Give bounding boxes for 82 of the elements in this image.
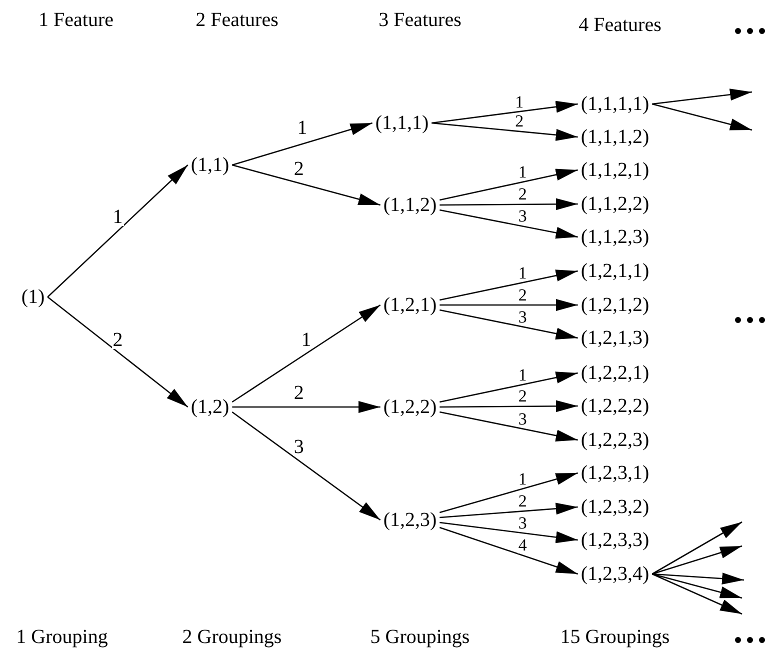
edge-label: 2 <box>292 384 305 402</box>
edge-label: 2 <box>517 287 528 303</box>
edge-label: 1 <box>300 330 312 348</box>
edge-label: 4 <box>517 538 528 554</box>
tuple-label: (1,2,1,1) <box>580 260 650 282</box>
column-heading: 5 Groupings <box>370 627 470 647</box>
arrow <box>432 122 578 141</box>
edge-label: 3 <box>517 309 528 324</box>
column-heading: 3 Features <box>378 10 462 30</box>
tuple-label: (1,1,2) <box>383 194 437 216</box>
tuple-label: (1,2,3,1) <box>580 462 650 484</box>
edge-label: 2 <box>517 388 528 404</box>
column-heading: 1 Grouping <box>16 627 108 647</box>
arrow <box>440 198 578 210</box>
tuple-label: (1,2,3) <box>383 509 437 531</box>
tuple-label: (1,1) <box>190 154 230 176</box>
arrow <box>652 573 742 615</box>
tuple-label: (1,2,1) <box>383 294 437 316</box>
column-heading: 15 Groupings <box>560 627 670 647</box>
tuple-label: (1,2,2,1) <box>580 362 650 384</box>
tuple-label: (1,1,2,3) <box>580 226 650 248</box>
tuple-label: (1,2,3,4) <box>580 563 650 585</box>
arrow <box>652 88 752 105</box>
tuple-label: (1,1,2,2) <box>580 193 650 215</box>
arrow <box>440 400 578 412</box>
edge-label: 1 <box>517 164 528 180</box>
arrow <box>232 304 381 403</box>
tuple-label: (1,1,1,1) <box>580 93 650 115</box>
tuple-label: (1,1,2,1) <box>580 159 650 181</box>
arrow <box>232 122 373 166</box>
edge-label: 1 <box>517 471 528 486</box>
arrow <box>652 572 744 585</box>
edge-label: 3 <box>517 515 528 531</box>
column-heading: 2 Features <box>196 10 278 30</box>
arrow <box>440 309 578 340</box>
arrow <box>440 411 578 442</box>
edge-label: 3 <box>292 438 305 456</box>
tuple-label: (1,2,2,3) <box>580 429 650 451</box>
edge-label: 1 <box>514 94 525 110</box>
edge-label: 2 <box>514 114 525 130</box>
tuple-label: (1,1,1) <box>375 112 429 134</box>
arrow <box>440 270 578 301</box>
arrow <box>232 164 380 206</box>
arrow <box>652 573 742 599</box>
column-heading: 4 Features <box>578 15 662 35</box>
arrow <box>232 401 380 413</box>
edge-label: 1 <box>296 119 308 137</box>
arrow <box>652 521 742 575</box>
tuple-label: (1,2) <box>190 396 230 418</box>
arrow <box>440 209 578 239</box>
edge-label: 1 <box>112 208 124 226</box>
arrow <box>439 472 578 514</box>
arrow <box>652 103 752 131</box>
tuple-label: (1,2,2) <box>383 396 437 418</box>
arrow <box>440 299 578 311</box>
edge-label: 2 <box>517 186 528 202</box>
arrow <box>232 411 381 521</box>
arrow <box>47 164 188 298</box>
arrow <box>432 100 578 124</box>
edge-label: 2 <box>292 160 305 178</box>
tuple-label: (1,2,1,3) <box>580 327 650 349</box>
arrow <box>440 168 578 201</box>
tuple-label: (1) <box>21 286 45 308</box>
column-heading: 2 Groupings <box>182 627 282 647</box>
edge-label: 1 <box>517 264 528 280</box>
tuple-label: (1,2,3,3) <box>580 529 650 551</box>
tuple-label: (1,2,3,2) <box>580 496 650 518</box>
tuple-label: (1,1,1,2) <box>580 126 650 148</box>
tuple-label: (1,2,2,2) <box>580 395 650 417</box>
edge-label: 3 <box>517 208 528 224</box>
arrow <box>440 522 578 544</box>
column-heading: 1 Feature <box>38 10 114 30</box>
arrow <box>439 526 578 575</box>
tuple-label: (1,2,1,2) <box>580 294 650 316</box>
arrow <box>47 296 188 408</box>
edge-label: 3 <box>517 411 528 426</box>
edge-label: 2 <box>112 331 124 349</box>
edge-label: 2 <box>517 494 528 509</box>
arrow <box>440 502 578 518</box>
arrow <box>440 372 578 403</box>
arrow <box>652 545 742 575</box>
edge-label: 1 <box>517 366 528 382</box>
